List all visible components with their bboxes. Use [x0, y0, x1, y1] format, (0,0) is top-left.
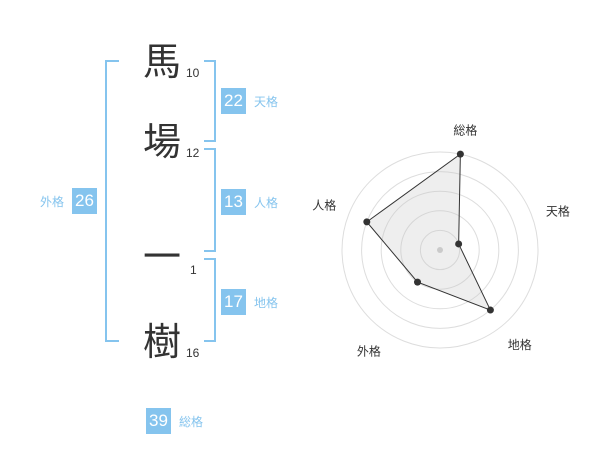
radar-axis-label: 人格: [312, 198, 336, 213]
jinkaku-score: 13: [221, 189, 246, 215]
radar-axis-label: 地格: [508, 337, 532, 352]
soukaku-score: 39: [146, 408, 171, 434]
radar-grid: [341, 151, 539, 349]
name-char-1: 馬: [142, 40, 181, 84]
radar-ring: [341, 151, 539, 349]
radar-axis-label: 天格: [546, 204, 570, 219]
radar-point: [455, 240, 463, 248]
radar-point: [456, 150, 464, 158]
radar-polygon: [366, 153, 492, 311]
tenkaku-bracket: [204, 60, 216, 142]
jinkaku-bracket: [204, 148, 216, 252]
chikaku-label: 地格: [254, 296, 279, 310]
stroke-count-4: 16: [186, 346, 200, 360]
radar-point: [414, 278, 422, 286]
tenkaku-label: 天格: [254, 95, 279, 109]
radar-axis-label: 外格: [357, 344, 381, 359]
stroke-count-3: 1: [190, 263, 197, 277]
name-char-4: 樹: [142, 320, 181, 364]
radar-ring: [361, 171, 519, 329]
radar-point: [486, 306, 494, 314]
stroke-count-1: 10: [186, 66, 200, 80]
jinkaku-label: 人格: [254, 196, 279, 210]
gaikaku-bracket: [105, 60, 119, 342]
radar-ring: [419, 229, 461, 271]
name-char-2: 場: [142, 120, 181, 164]
radar-ring: [400, 210, 480, 290]
soukaku-label: 総格: [179, 415, 204, 429]
chikaku-bracket: [204, 258, 216, 342]
tenkaku-score: 22: [221, 88, 246, 114]
gaikaku-score: 26: [72, 188, 97, 214]
name-char-3: 一: [142, 235, 181, 279]
radar-shape: [366, 153, 492, 311]
radar-ring: [380, 190, 500, 310]
chikaku-score: 17: [221, 289, 246, 315]
stroke-count-2: 12: [186, 146, 200, 160]
gaikaku-label: 外格: [40, 195, 65, 209]
radar-points: [363, 150, 494, 314]
radar-axis-label: 総格: [453, 123, 477, 138]
radar-point: [363, 218, 371, 226]
radar-center: [437, 247, 443, 253]
